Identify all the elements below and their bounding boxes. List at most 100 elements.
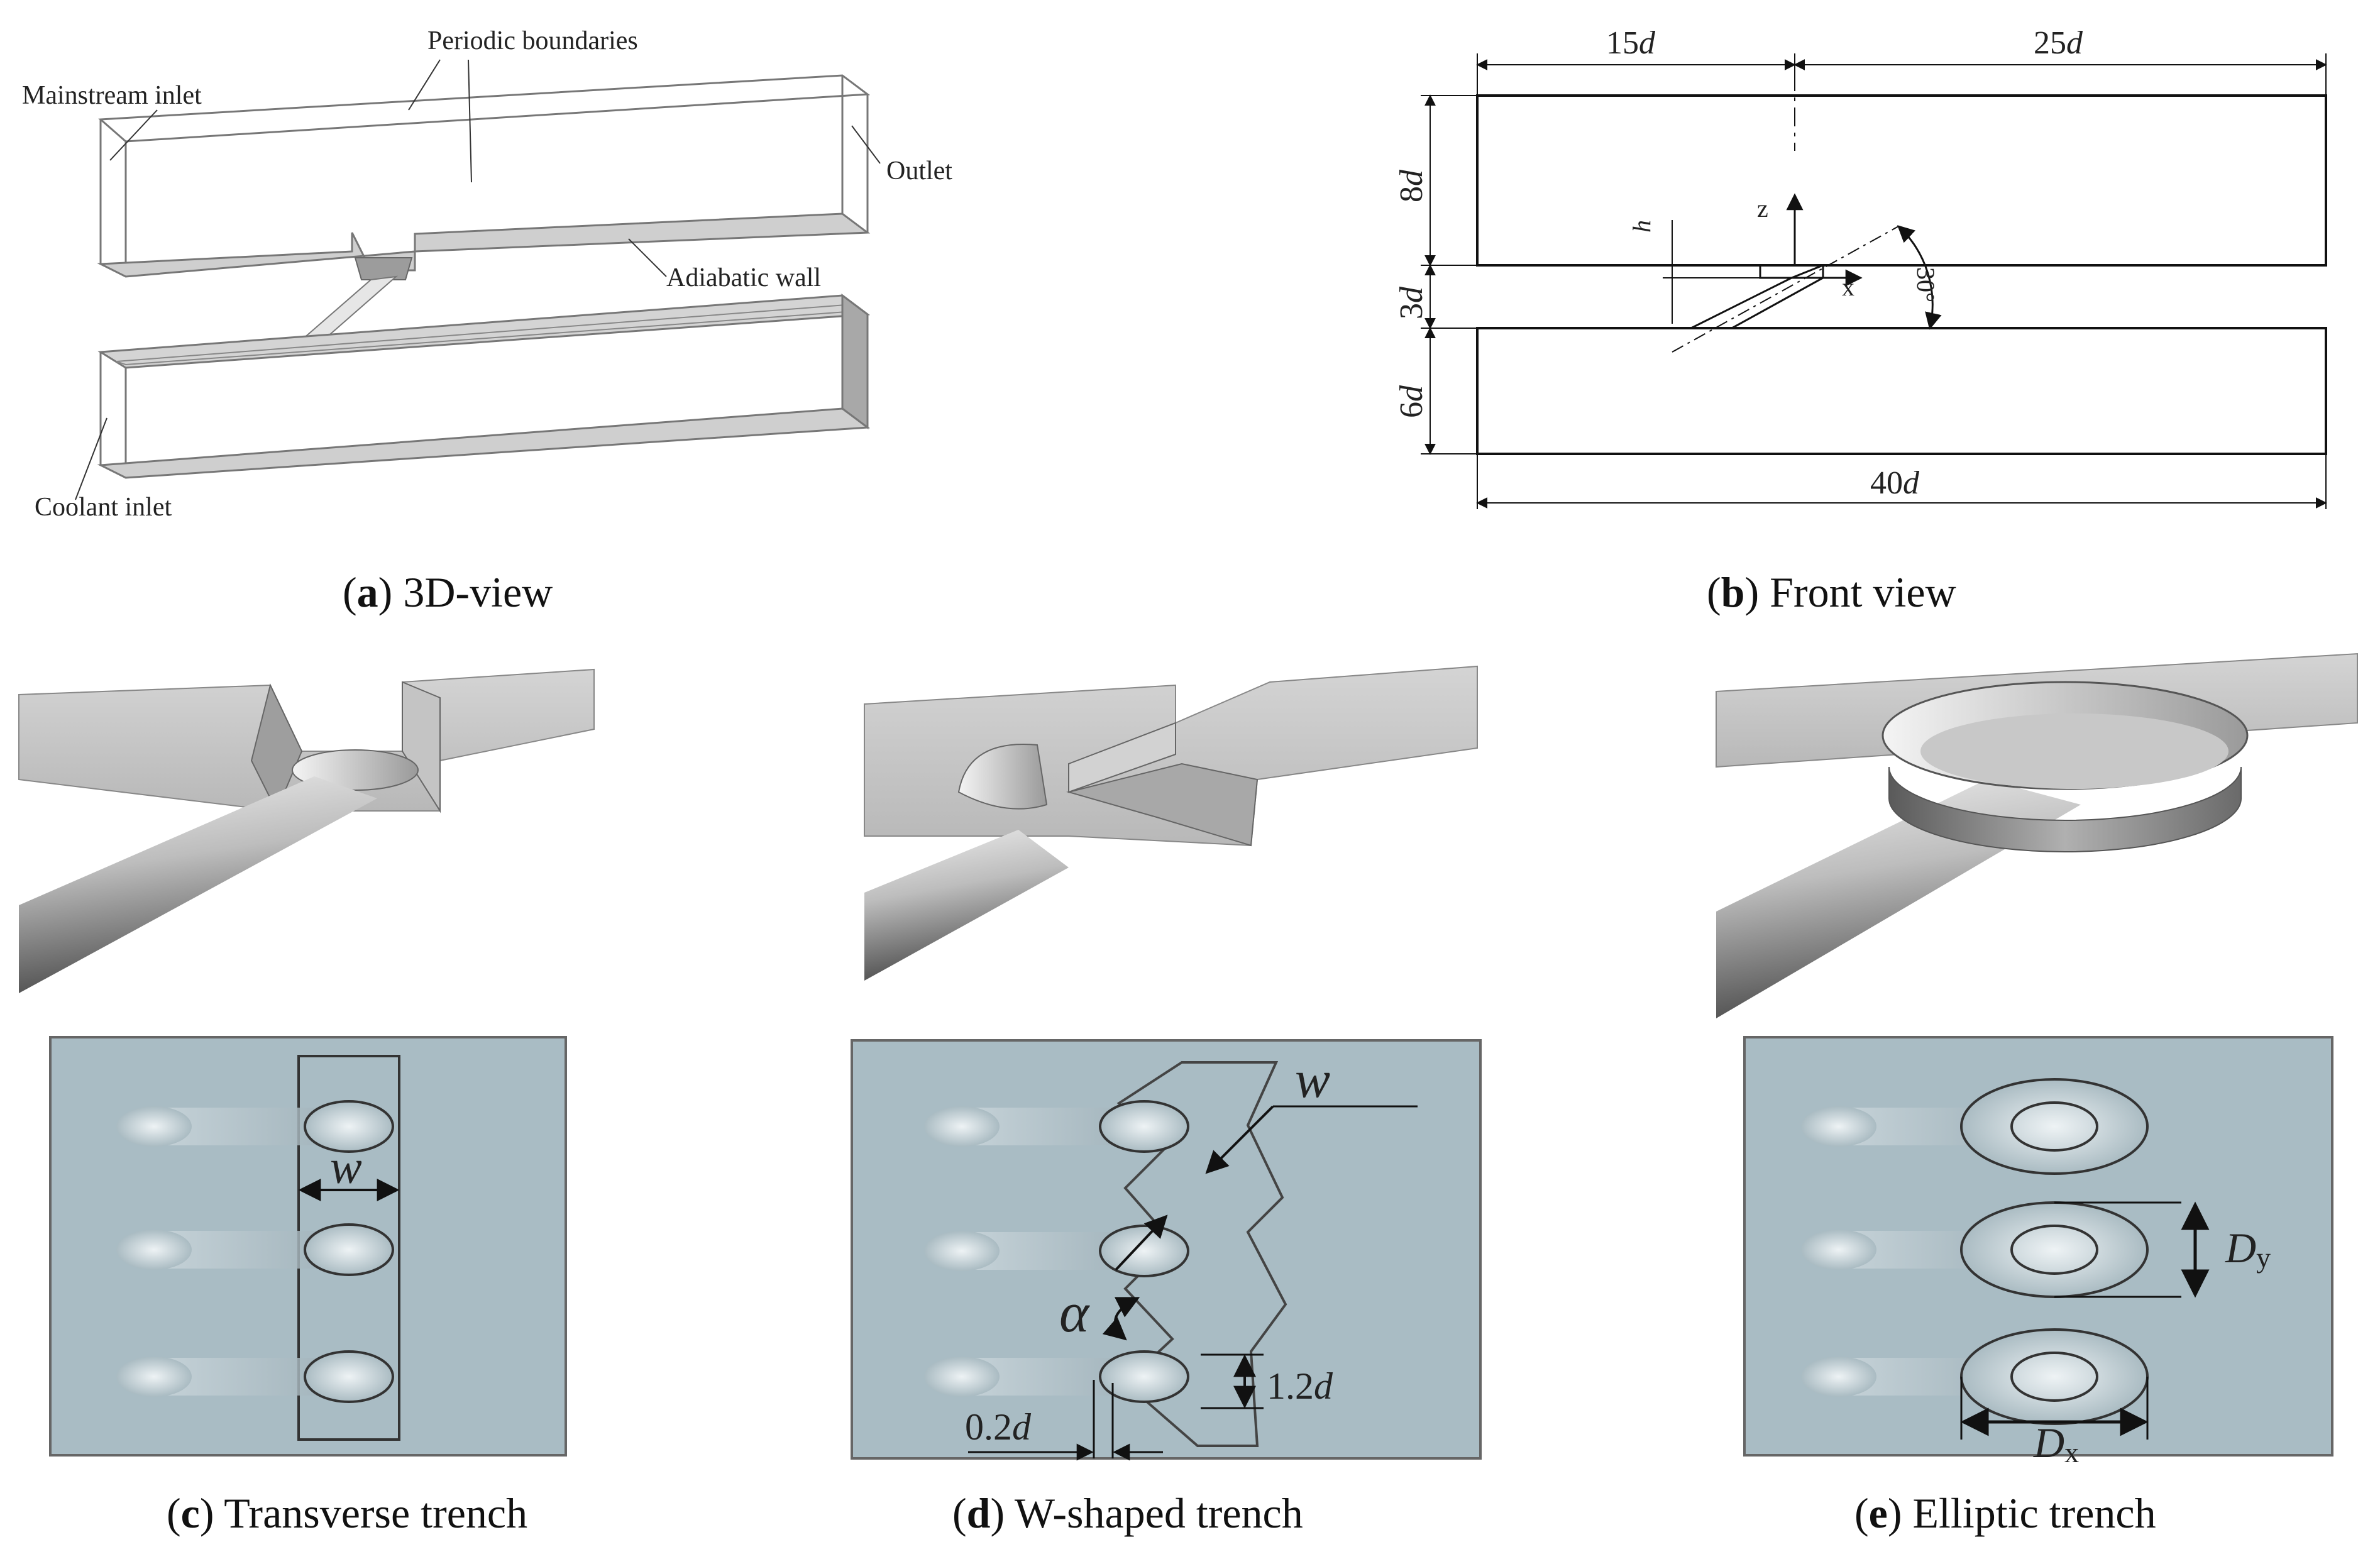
dim-12d-unit: d: [1314, 1365, 1333, 1407]
dy-label: Dy: [2225, 1224, 2271, 1274]
caption-a-letter: a: [357, 568, 378, 616]
leader-periodic-2: [468, 59, 472, 183]
dim-3d-num: 3: [1394, 303, 1430, 319]
hole-inlet-spot: [924, 1231, 1000, 1271]
caption-b-text: Front view: [1759, 568, 1956, 616]
mainstream-domain-rect: [1476, 94, 2327, 267]
dy-base: D: [2225, 1224, 2256, 1272]
alpha-arc: [1102, 1297, 1140, 1341]
dim-40d-unit: d: [1903, 465, 1920, 501]
dim-02d-num: 0.2: [965, 1406, 1012, 1448]
hole-exit: [304, 1100, 394, 1153]
caption-e-letter: e: [1869, 1489, 1888, 1537]
dx-label: Dx: [2033, 1419, 2079, 1468]
leader-adiabatic: [628, 238, 667, 277]
w-width-arrow: [1115, 1214, 1168, 1271]
coolant-inlet-label: Coolant inlet: [35, 493, 172, 522]
hole-row-1: [924, 1100, 1189, 1153]
coolant-pipe: [19, 776, 377, 993]
x-axis-label: x: [1842, 273, 1854, 301]
elliptic-trench-outline: [1960, 1201, 2149, 1298]
plenum-rect: [1476, 327, 2327, 455]
angle-label: 30°: [1912, 267, 1940, 302]
caption-c: (c) Transverse trench: [167, 1489, 527, 1537]
dim-3d-unit: d: [1394, 286, 1430, 303]
hole-exit: [304, 1350, 394, 1403]
coolant-pipe: [864, 830, 1069, 981]
elliptic-trench-outline: [1960, 1328, 2149, 1425]
plenum-top-face: [97, 294, 871, 369]
panel-b-front-view: z x 30° h 15d 25d 40d 8d 3d 6d (b) F: [1394, 25, 2327, 616]
hole-exit: [2010, 1352, 2098, 1402]
dim-3d-label: 3d: [1394, 286, 1430, 319]
dim-02d-unit: d: [1012, 1406, 1032, 1448]
dim-15d-num: 15: [1606, 25, 1639, 61]
dim-15d-unit: d: [1639, 25, 1656, 61]
hole-inlet-spot: [924, 1106, 1000, 1147]
hole-exit: [1099, 1225, 1189, 1277]
panel-d-w-shaped-trench: w α 1.2d 0.2d (d) W-shaped trench: [851, 665, 1482, 1537]
leader-periodic-1: [408, 59, 441, 111]
trench-cutout: [354, 257, 413, 280]
hole-exit: [304, 1223, 394, 1276]
dy-sub: y: [2256, 1242, 2271, 1274]
hole-inlet-spot: [1801, 1106, 1876, 1147]
hole-exit: [1099, 1350, 1189, 1403]
caption-d-letter: d: [967, 1489, 991, 1537]
hole-inlet-spot: [116, 1230, 192, 1270]
periodic-boundaries-label: Periodic boundaries: [427, 26, 638, 55]
caption-d-text: W-shaped trench: [1005, 1489, 1303, 1537]
dim-6d-num: 6: [1394, 402, 1430, 418]
dx-base: D: [2033, 1419, 2064, 1467]
dim-6d-label: 6d: [1394, 385, 1430, 418]
panel-e-elliptic-trench: Dy Dx (e) Elliptic trench: [1716, 653, 2358, 1537]
dim-25d-label: 25d: [2034, 25, 2083, 61]
dim-25d-unit: d: [2066, 25, 2083, 61]
dim-8d-unit: d: [1394, 169, 1430, 186]
hole-inlet-spot: [116, 1357, 192, 1397]
leader-mainstream: [109, 109, 158, 161]
hole-exit: [1099, 1100, 1189, 1153]
outlet-label: Outlet: [886, 157, 952, 185]
w-label: w: [330, 1141, 362, 1194]
dim-40d-num: 40: [1870, 465, 1903, 501]
caption-b-letter: b: [1721, 568, 1745, 616]
dim-40d-label: 40d: [1870, 465, 1920, 501]
w-leader-arrow: [1205, 1105, 1274, 1174]
hole-row-2: [1801, 1201, 2149, 1298]
dim-6d-unit: d: [1394, 385, 1430, 402]
trench-right-wall: [402, 681, 441, 813]
caption-a-text: 3D-view: [392, 568, 553, 616]
panel-c-transverse-trench: w (c) Transverse trench: [18, 668, 595, 1537]
hole-inlet-spot: [1801, 1357, 1876, 1397]
dim-8d-label: 8d: [1394, 169, 1430, 202]
hole-inlet-spot: [924, 1357, 1000, 1397]
inclined-hole: [1690, 263, 1824, 329]
leader-outlet: [851, 125, 881, 164]
caption-e: (e) Elliptic trench: [1854, 1489, 2156, 1537]
caption-c-text: Transverse trench: [214, 1489, 528, 1537]
h-label: h: [1628, 220, 1656, 233]
caption-b: (b) Front view: [1707, 568, 1956, 616]
dim-8d-num: 8: [1394, 186, 1430, 202]
trench-outline: [1759, 265, 1824, 279]
hole-row-3: [116, 1350, 394, 1403]
adiabatic-wall-label: Adiabatic wall: [666, 263, 821, 292]
hole-inlet-spot: [116, 1106, 192, 1147]
w-trench-wall-2: [1068, 722, 1176, 793]
plenum-outlet-face: [841, 294, 869, 429]
panel-a-3d-view: Periodic boundaries Mainstream inlet Out…: [22, 26, 952, 616]
hole-row-1: [116, 1100, 394, 1153]
hole-row-3: [924, 1350, 1189, 1403]
plenum-bottom-wall: [97, 407, 871, 479]
dim-12d-num: 1.2: [1267, 1365, 1314, 1407]
hole-row-3: [1801, 1328, 2149, 1425]
angle-arc: [1897, 225, 1942, 330]
caption-c-letter: c: [181, 1489, 200, 1537]
elliptic-trench-outline: [1960, 1078, 2149, 1175]
hole-exit: [2010, 1225, 2098, 1275]
leader-coolant: [75, 417, 107, 500]
hole-inlet-spot: [1801, 1230, 1876, 1270]
dim-02d-label: 0.2d: [965, 1406, 1032, 1448]
